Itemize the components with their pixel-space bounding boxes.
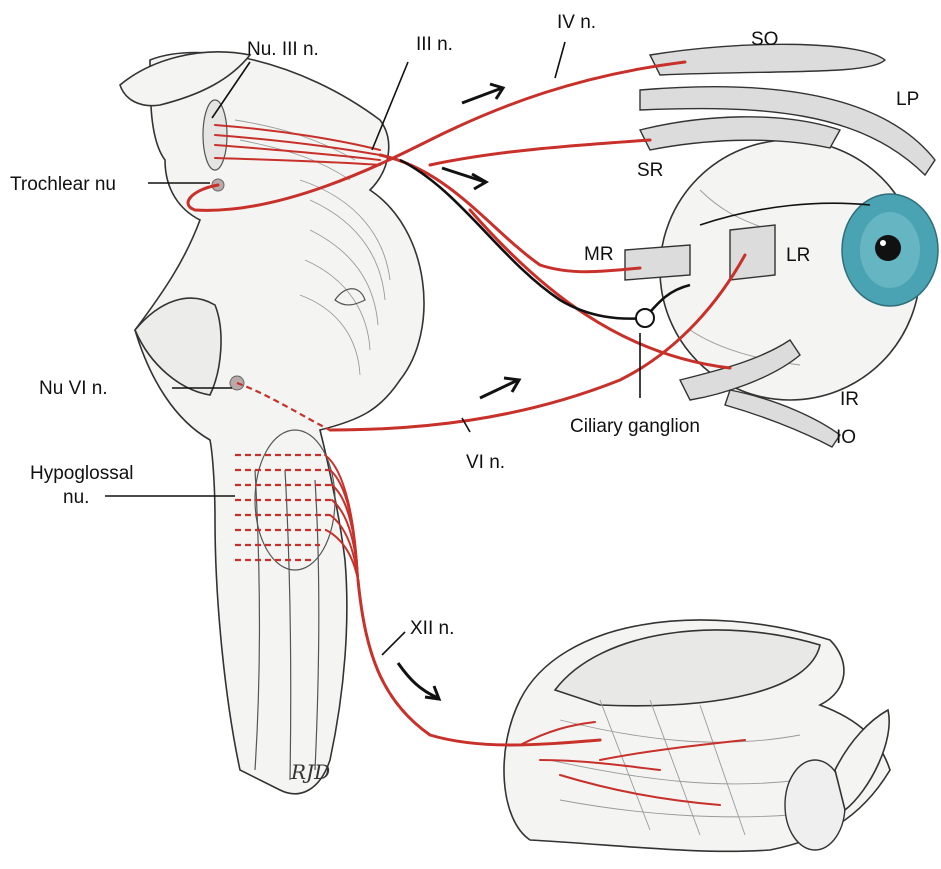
arrow-iv: [462, 84, 503, 103]
label-lp: LP: [896, 89, 919, 110]
label-io: IO: [836, 427, 856, 448]
label-xii-n: XII n.: [410, 618, 454, 639]
arrow-xii: [398, 663, 439, 699]
label-sr: SR: [637, 160, 663, 181]
label-vi-n: VI n.: [466, 452, 505, 473]
direction-arrows: [398, 84, 519, 699]
label-mr: MR: [584, 244, 614, 265]
label-iii-n: III n.: [416, 34, 453, 55]
label-nu-iii: Nu. III n.: [247, 39, 319, 60]
label-hypoglossal-line1: Hypoglossal: [30, 463, 134, 484]
label-nu-vi: Nu VI n.: [39, 378, 108, 399]
tongue: [504, 620, 890, 851]
label-so: SO: [751, 29, 778, 50]
pupil: [875, 235, 901, 261]
artist-signature: RJD: [290, 760, 330, 784]
label-hypoglossal-line2: nu.: [63, 487, 89, 508]
label-ir: IR: [840, 389, 859, 410]
label-iv-n: IV n.: [557, 12, 596, 33]
label-ciliary-ganglion: Ciliary ganglion: [570, 416, 700, 437]
arrow-vi: [480, 378, 519, 398]
label-lr: LR: [786, 245, 810, 266]
eyeball: [660, 140, 938, 400]
label-trochlear-nu: Trochlear nu: [10, 174, 116, 195]
